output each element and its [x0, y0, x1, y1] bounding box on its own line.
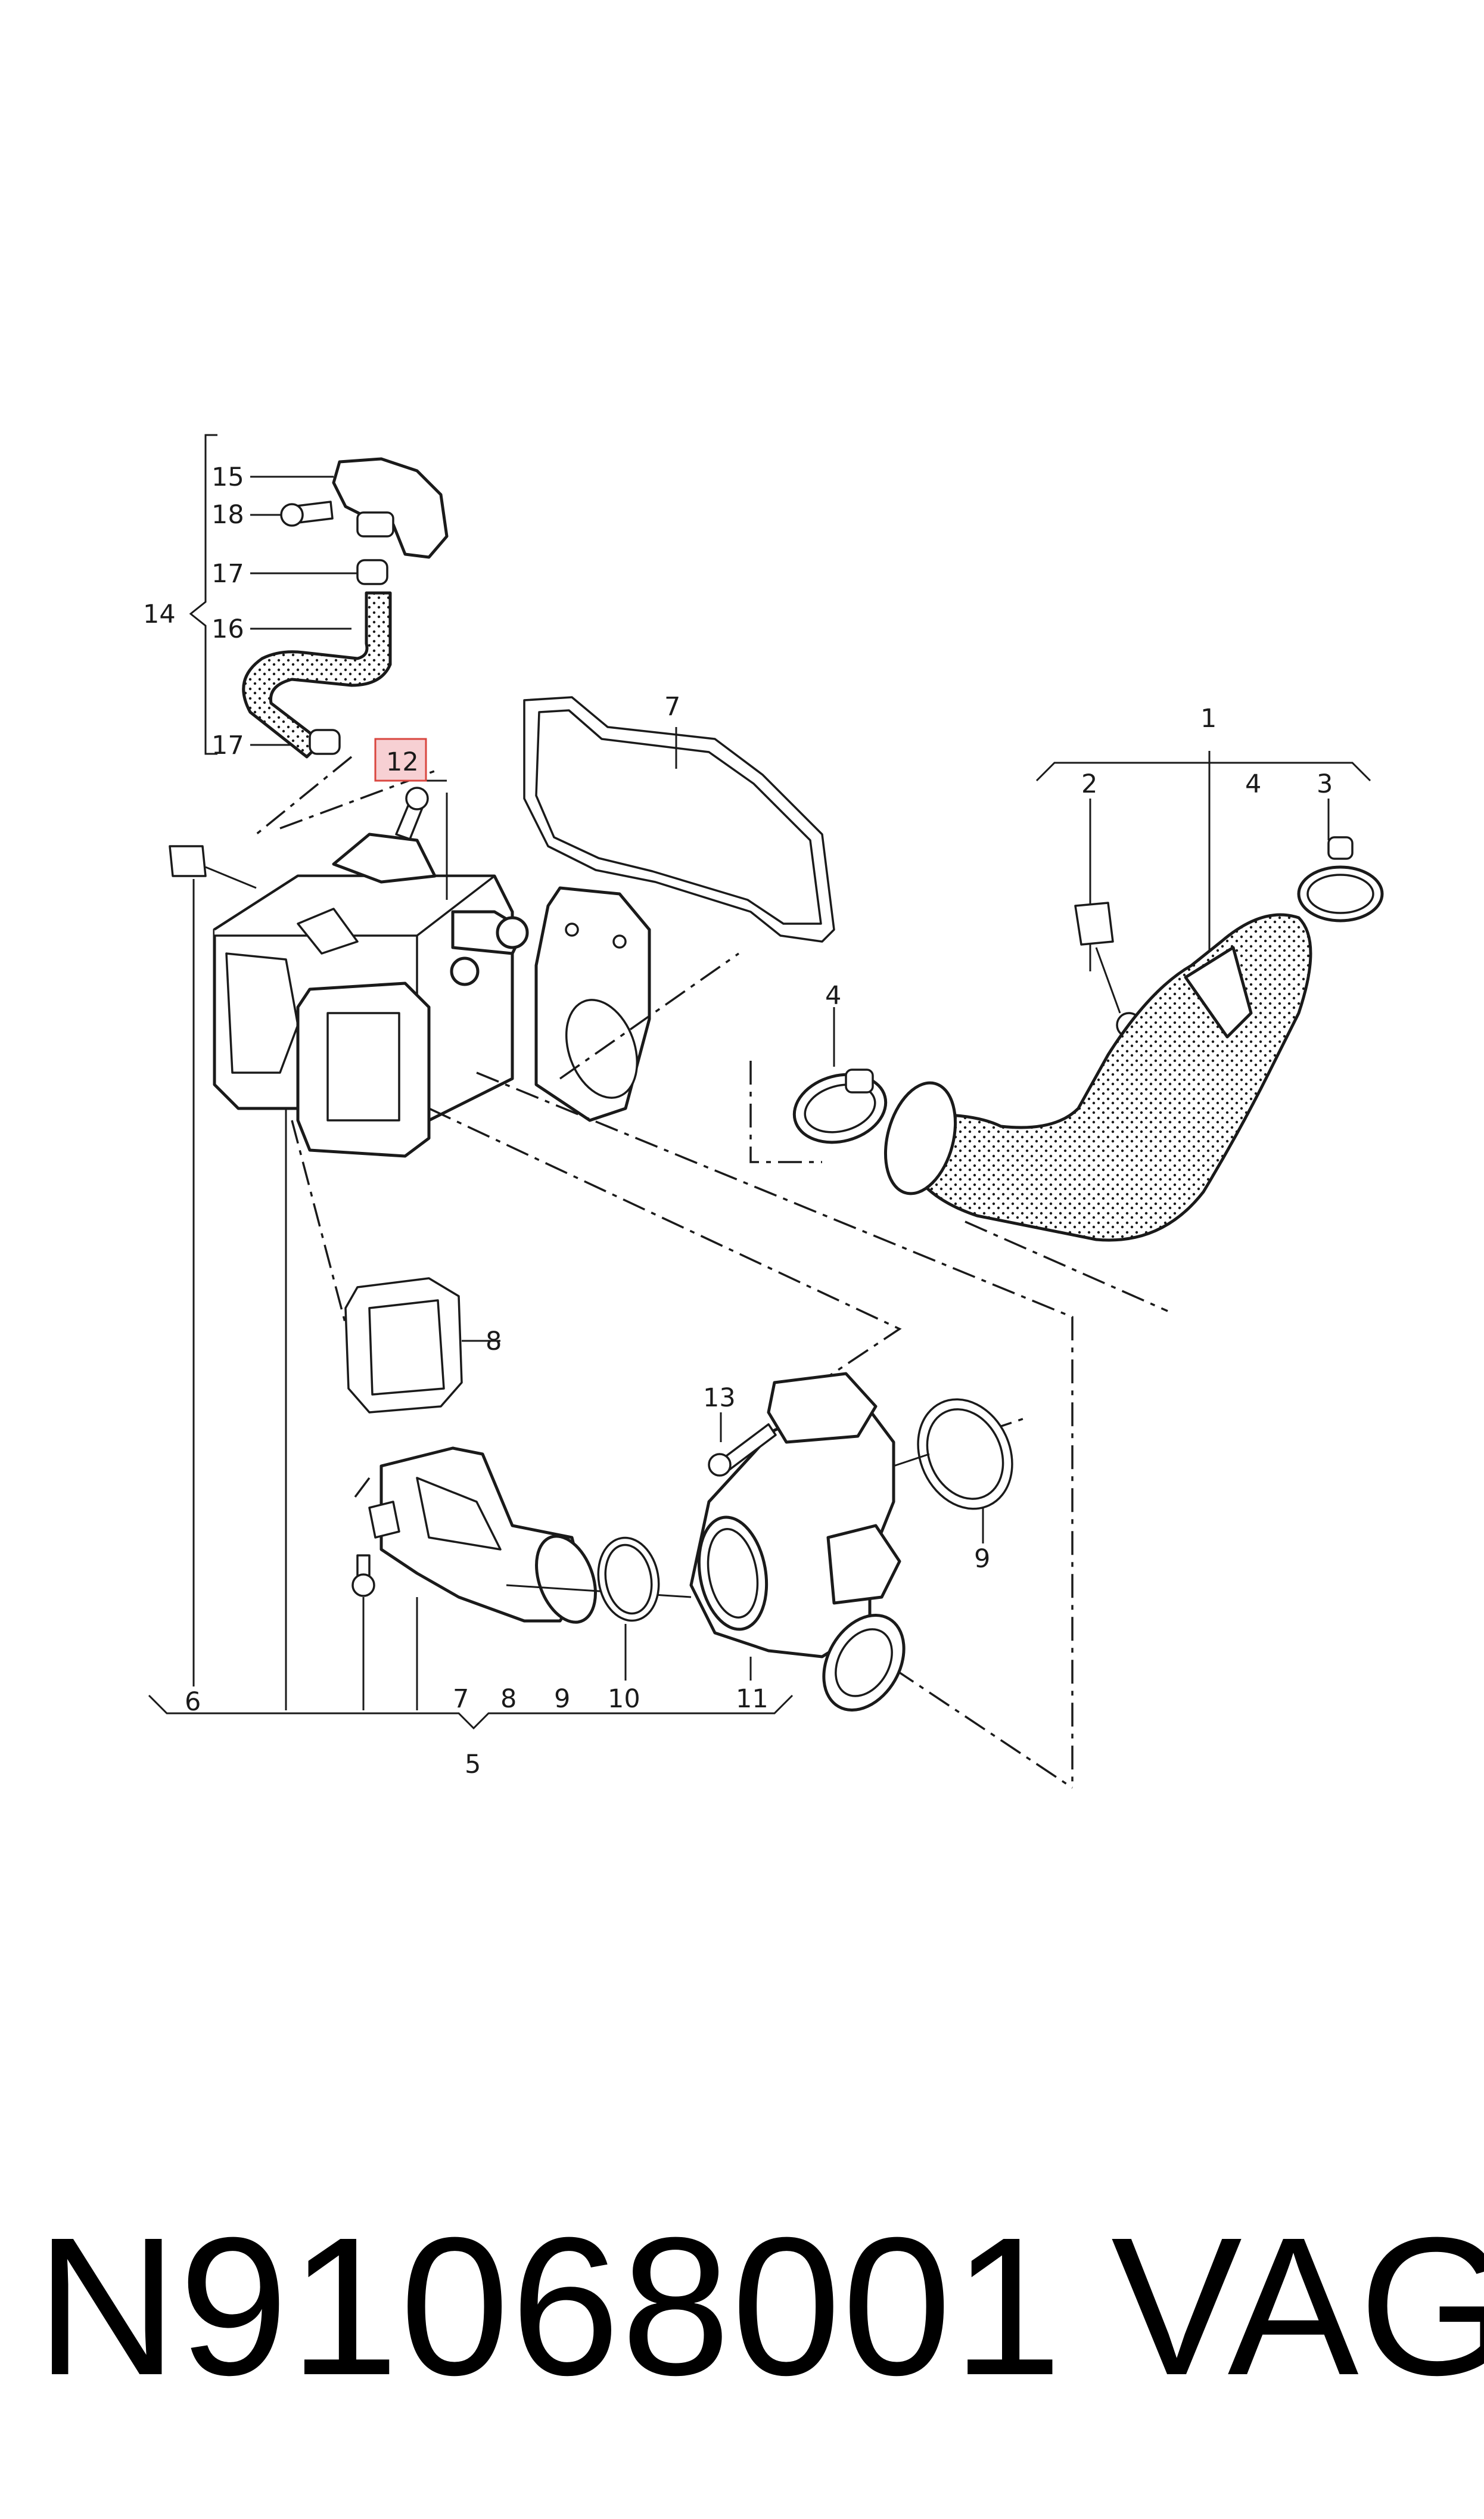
callout-13: 13	[703, 1383, 736, 1413]
callout-11: 11	[736, 1684, 769, 1714]
part-number: N91068001	[36, 2196, 1063, 2416]
hose-clamp	[356, 559, 388, 585]
group-bracket-5	[148, 1694, 794, 1730]
callout-7: 7	[664, 692, 680, 722]
flange-plate	[534, 886, 740, 1122]
exploded-parts-diagram: 1 2 3 4 4 5 6 7 7 8 8 9 9 10 11 12 13 14…	[143, 434, 1384, 1789]
throttle-valve-body	[689, 1372, 906, 1712]
highlight-box-12[interactable]	[374, 738, 427, 782]
callout-5: 5	[465, 1750, 481, 1779]
gasket-8	[344, 1277, 500, 1414]
callout-9: 9	[974, 1544, 990, 1574]
callout-3: 3	[1317, 769, 1333, 799]
brand-label: VAG	[1111, 2196, 1484, 2416]
callout-1: 1	[1200, 704, 1217, 734]
connector-lines	[291, 1071, 1074, 1789]
hose-clamp	[309, 729, 341, 755]
callout-18: 18	[211, 500, 244, 530]
callout-15: 15	[211, 462, 244, 492]
callout-6: 6	[185, 1687, 201, 1717]
callout-17: 17	[211, 559, 244, 589]
callout-labels: 1 2 3 4 4 5 6 7 7 8 8 9 9 10 11 12 13 14…	[143, 462, 1333, 1779]
callout-17: 17	[211, 731, 244, 760]
pressure-sensor	[332, 457, 449, 559]
callout-7: 7	[453, 1684, 469, 1714]
vacuum-hose	[242, 591, 392, 759]
callout-4: 4	[825, 981, 841, 1011]
callout-12: 12	[386, 747, 419, 777]
callout-14: 14	[143, 600, 176, 629]
intake-hose-assembly	[749, 751, 1384, 1312]
gasket-7-top	[523, 696, 835, 943]
callout-2: 2	[1081, 769, 1097, 799]
pressure-sensor-group	[189, 434, 449, 759]
intake-pipe	[351, 1446, 692, 1710]
callout-4: 4	[1245, 769, 1261, 799]
o-ring-10	[597, 1536, 660, 1681]
o-ring-9	[893, 1398, 1013, 1543]
egr-cooler-block	[213, 756, 529, 1158]
callout-8: 8	[500, 1684, 517, 1714]
callout-16: 16	[211, 614, 244, 644]
temperature-sensor-6	[169, 845, 287, 1710]
callout-8: 8	[486, 1327, 502, 1356]
charge-air-hose	[907, 913, 1312, 1242]
callout-10: 10	[608, 1684, 640, 1714]
callout-9: 9	[554, 1684, 570, 1714]
temperature-sensor	[1074, 902, 1114, 946]
